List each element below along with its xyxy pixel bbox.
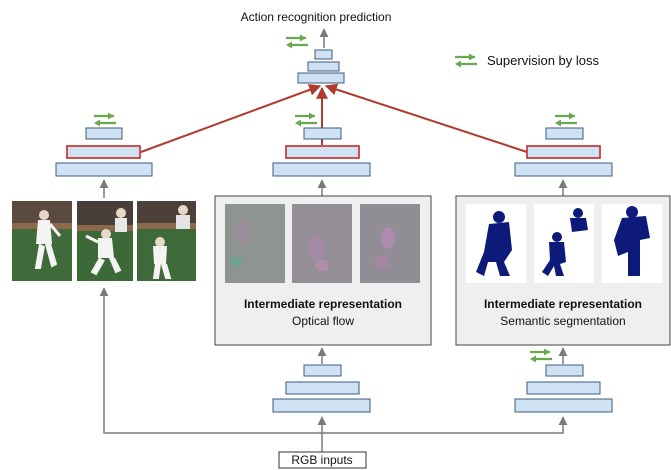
diagram-title: Action recognition prediction	[241, 10, 392, 24]
fusion-line-rgb	[140, 84, 322, 153]
seg-enc-block-3	[514, 398, 613, 413]
seg-block-top	[545, 127, 584, 140]
rgb-block-fused	[66, 145, 141, 159]
input-routing: RGB inputs	[99, 287, 568, 469]
flow-block-base	[272, 162, 371, 177]
seg-heading: Intermediate representation	[484, 297, 642, 311]
seg-enc-block-2	[526, 381, 601, 395]
flow-supervision-icon	[293, 111, 319, 128]
flow-enc-block-2	[285, 381, 360, 395]
seg-block-fused	[526, 145, 601, 159]
seg-subheading: Semantic segmentation	[500, 314, 625, 328]
rgb-inputs-label: RGB inputs	[291, 453, 352, 467]
seg-supervision-icon	[553, 111, 579, 128]
rgb-block-base	[55, 162, 153, 177]
rgb-inputs-box	[278, 451, 367, 469]
flow-enc-block-1	[303, 364, 342, 377]
input-to-rgb-arrow	[99, 287, 323, 452]
flow-subheading: Optical flow	[292, 314, 354, 328]
rgb-frame-1	[12, 201, 72, 281]
top-block-1	[314, 49, 333, 60]
flow-block-top	[303, 127, 342, 140]
top-block-2	[307, 61, 340, 72]
legend-supervision-icon	[453, 52, 479, 69]
rgb-frame-3	[137, 201, 196, 281]
legend: Supervision by loss	[453, 52, 599, 69]
seg-enc-supervision-icon	[528, 347, 554, 364]
seg-stream: Intermediate representation Semantic seg…	[455, 111, 671, 413]
flow-enc-block-3	[272, 398, 371, 413]
fusion-line-seg	[324, 83, 528, 153]
flow-block-fused	[285, 145, 360, 159]
rgb-block-top	[85, 127, 123, 140]
seg-block-base	[514, 162, 613, 177]
flow-heading: Intermediate representation	[244, 297, 402, 311]
rgb-supervision-icon	[92, 111, 118, 128]
legend-label: Supervision by loss	[487, 53, 599, 68]
rgb-stream	[12, 111, 196, 281]
flow-stream: Intermediate representation Optical flow	[214, 111, 432, 413]
input-to-seg-arrow	[322, 416, 568, 434]
seg-enc-block-1	[545, 364, 584, 377]
flow-image-1	[225, 204, 285, 283]
top-block-3	[297, 72, 345, 84]
supervision-arrows-icon	[284, 33, 310, 50]
rgb-frame-2	[77, 201, 133, 281]
